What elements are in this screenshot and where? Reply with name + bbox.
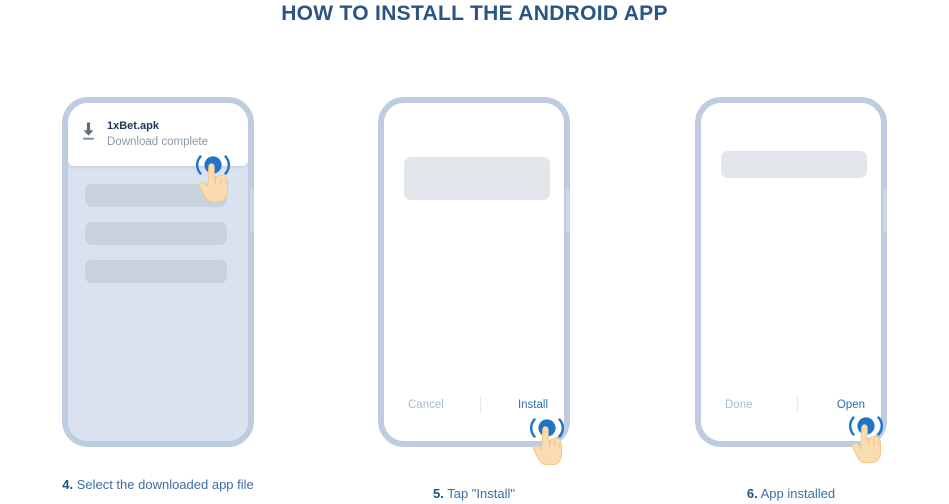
- dialog-actions: Done Open: [701, 394, 881, 416]
- dialog-actions: Cancel Install: [384, 394, 564, 416]
- phone-side-button: [250, 189, 254, 233]
- step-caption-text: Tap "Install": [447, 486, 515, 501]
- caption-step-6: 6. App installed: [633, 486, 949, 501]
- phone-mockup-1: 1xBet.apk Download complete: [62, 97, 254, 447]
- install-button[interactable]: Install: [517, 399, 548, 411]
- step-5: Cancel Install: [316, 88, 632, 504]
- step-number: 5.: [433, 486, 444, 501]
- dialog-title-placeholder: [721, 151, 867, 178]
- placeholder-bar: [85, 222, 227, 245]
- notification-subtitle: Download complete: [107, 136, 209, 148]
- phone-side-button: [566, 189, 570, 233]
- step-caption-text: App installed: [760, 486, 836, 501]
- done-button[interactable]: Done: [725, 399, 753, 411]
- step-caption-text: Select the downloaded app file: [76, 477, 254, 492]
- step-6: Done Open: [633, 88, 949, 504]
- dialog-divider: [797, 396, 798, 413]
- step-number: 6.: [746, 486, 758, 501]
- phone-screen-2: Cancel Install: [384, 103, 564, 441]
- page-title: HOW TO INSTALL THE ANDROID APP: [281, 2, 668, 25]
- phone-screen-3: Done Open: [701, 103, 881, 441]
- placeholder-bar: [85, 260, 227, 283]
- placeholder-bar: [85, 184, 227, 207]
- phone-screen-1: 1xBet.apk Download complete: [68, 103, 248, 441]
- step-number: 4.: [62, 477, 74, 492]
- step-4: 1xBet.apk Download complete: [0, 88, 316, 504]
- caption-step-5: 5. Tap "Install": [316, 486, 632, 501]
- notification-title: 1xBet.apk: [107, 120, 159, 132]
- phone-mockup-3: Done Open: [695, 97, 887, 464]
- notification-texts: 1xBet.apk Download complete: [107, 120, 208, 149]
- download-icon: [80, 122, 97, 146]
- dialog-divider: [480, 396, 481, 413]
- dialog-title-placeholder: [404, 157, 550, 200]
- open-button[interactable]: Open: [836, 399, 865, 411]
- steps-container: 1xBet.apk Download complete: [0, 88, 949, 504]
- cancel-button[interactable]: Cancel: [408, 399, 444, 411]
- phone-side-button: [883, 189, 887, 233]
- phone-mockup-2: Cancel Install: [378, 97, 570, 466]
- download-notification[interactable]: 1xBet.apk Download complete: [68, 103, 248, 166]
- caption-step-4: 4. Select the downloaded app file: [0, 477, 316, 492]
